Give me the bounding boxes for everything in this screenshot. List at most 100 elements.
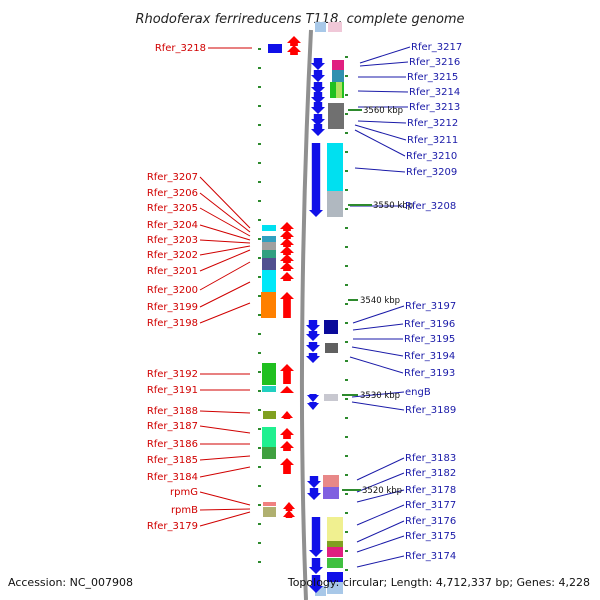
- gene-block: [263, 507, 276, 517]
- tick-mark: [345, 531, 348, 533]
- tick-mark: [258, 333, 261, 335]
- gene-label-left[interactable]: rpmG: [170, 487, 198, 498]
- gene-block: [327, 572, 343, 582]
- forward-gene-arrow: [281, 411, 293, 419]
- tick-mark: [258, 181, 261, 183]
- gene-label-left[interactable]: Rfer_3205: [147, 203, 198, 214]
- kbp-label: 3560 kbp: [363, 106, 403, 116]
- gene-label-left[interactable]: Rfer_3202: [147, 250, 198, 261]
- gene-label-right[interactable]: Rfer_3211: [407, 135, 458, 146]
- tick-mark: [258, 143, 261, 145]
- gene-label-right[interactable]: Rfer_3189: [405, 405, 456, 416]
- gene-label-left[interactable]: Rfer_3207: [147, 172, 198, 183]
- tick-mark: [345, 56, 348, 58]
- forward-gene-arrow: [283, 510, 295, 518]
- forward-gene-arrow: [280, 238, 294, 247]
- tick-mark: [345, 208, 348, 210]
- gene-label-left[interactable]: Rfer_3206: [147, 188, 198, 199]
- tick-mark: [258, 314, 261, 316]
- gene-block: [262, 242, 276, 250]
- gene-label-right[interactable]: Rfer_3182: [405, 468, 456, 479]
- leader-line: [199, 302, 251, 324]
- tick-mark: [345, 417, 348, 419]
- gene-label-left[interactable]: Rfer_3184: [147, 472, 198, 483]
- gene-label-right[interactable]: Rfer_3178: [405, 485, 456, 496]
- gene-label-right[interactable]: Rfer_3193: [404, 368, 455, 379]
- leader-line: [199, 511, 251, 527]
- tick-mark: [258, 485, 261, 487]
- gene-arrows: [280, 36, 325, 593]
- gene-label-left[interactable]: Rfer_3191: [147, 385, 198, 396]
- gene-label-right[interactable]: Rfer_3216: [409, 57, 460, 68]
- gene-label-right[interactable]: Rfer_3215: [407, 72, 458, 83]
- gene-label-left[interactable]: Rfer_3186: [147, 439, 198, 450]
- gene-label-left[interactable]: Rfer_3200: [147, 285, 198, 296]
- leader-line: [199, 508, 251, 511]
- gene-block: [262, 270, 276, 292]
- gene-label-left[interactable]: Rfer_3201: [147, 266, 198, 277]
- tick-mark: [258, 219, 261, 221]
- reverse-gene-arrow: [311, 82, 325, 94]
- gene-label-right[interactable]: Rfer_3208: [405, 201, 456, 212]
- gene-block: [327, 517, 343, 541]
- tick-mark: [345, 113, 348, 115]
- forward-gene-arrow: [280, 222, 294, 231]
- gene-label-left[interactable]: rpmB: [171, 505, 198, 516]
- gene-label-left[interactable]: Rfer_3192: [147, 369, 198, 380]
- gene-label-right[interactable]: Rfer_3214: [409, 87, 460, 98]
- forward-gene-arrow: [287, 45, 301, 55]
- gene-label-left[interactable]: Rfer_3185: [147, 455, 198, 466]
- reverse-gene-arrow: [311, 124, 325, 136]
- tick-mark: [258, 86, 261, 88]
- gene-label-left[interactable]: Rfer_3204: [147, 220, 198, 231]
- leader-line: [199, 224, 251, 241]
- tick-mark: [258, 390, 261, 392]
- leader-line: [199, 176, 251, 229]
- gene-label-right[interactable]: Rfer_3183: [405, 453, 456, 464]
- gene-label-left[interactable]: Rfer_3218: [155, 43, 206, 54]
- gene-label-left[interactable]: Rfer_3199: [147, 302, 198, 313]
- gene-label-right[interactable]: Rfer_3194: [404, 351, 455, 362]
- tick-mark: [258, 162, 261, 164]
- tick-mark: [345, 75, 348, 77]
- tick-mark: [258, 428, 261, 430]
- gene-block: [262, 225, 276, 231]
- gene-label-right[interactable]: Rfer_3196: [404, 319, 455, 330]
- leader-line: [199, 261, 251, 291]
- gene-label-right[interactable]: Rfer_3177: [405, 500, 456, 511]
- tick-mark: [345, 303, 348, 305]
- gene-label-left[interactable]: Rfer_3187: [147, 421, 198, 432]
- tick-mark: [258, 124, 261, 126]
- gene-label-right[interactable]: Rfer_3209: [406, 167, 457, 178]
- tick-mark: [345, 398, 348, 400]
- leader-line: [199, 466, 251, 478]
- gene-label-right[interactable]: Rfer_3176: [405, 516, 456, 527]
- gene-block: [323, 475, 339, 487]
- gene-block: [268, 44, 282, 53]
- gene-block: [262, 447, 276, 459]
- gene-block: [332, 60, 344, 70]
- gene-label-right[interactable]: Rfer_3175: [405, 531, 456, 542]
- gene-label-right[interactable]: Rfer_3217: [411, 42, 462, 53]
- right-gene-labels: Rfer_3217 Rfer_3216 Rfer_3215 Rfer_3214 …: [404, 42, 462, 562]
- reverse-gene-arrow: [309, 143, 323, 217]
- gene-label-left[interactable]: Rfer_3179: [147, 521, 198, 532]
- tick-mark: [345, 341, 348, 343]
- leader-line: [356, 555, 405, 568]
- gene-block: [336, 82, 342, 98]
- gene-label-left[interactable]: Rfer_3198: [147, 318, 198, 329]
- gene-block: [324, 320, 338, 334]
- gene-label-left[interactable]: Rfer_3203: [147, 235, 198, 246]
- gene-label-right[interactable]: engB: [405, 387, 431, 398]
- gene-label-right[interactable]: Rfer_3210: [406, 151, 457, 162]
- leader-line: [199, 249, 251, 272]
- tick-mark: [258, 48, 261, 50]
- gene-label-right[interactable]: Rfer_3174: [405, 551, 456, 562]
- gene-label-right[interactable]: Rfer_3197: [405, 301, 456, 312]
- gene-label-left[interactable]: Rfer_3188: [147, 406, 198, 417]
- gene-label-right[interactable]: Rfer_3212: [407, 118, 458, 129]
- gene-label-right[interactable]: Rfer_3213: [409, 102, 460, 113]
- gene-label-right[interactable]: Rfer_3195: [404, 334, 455, 345]
- forward-gene-arrow: [280, 230, 294, 239]
